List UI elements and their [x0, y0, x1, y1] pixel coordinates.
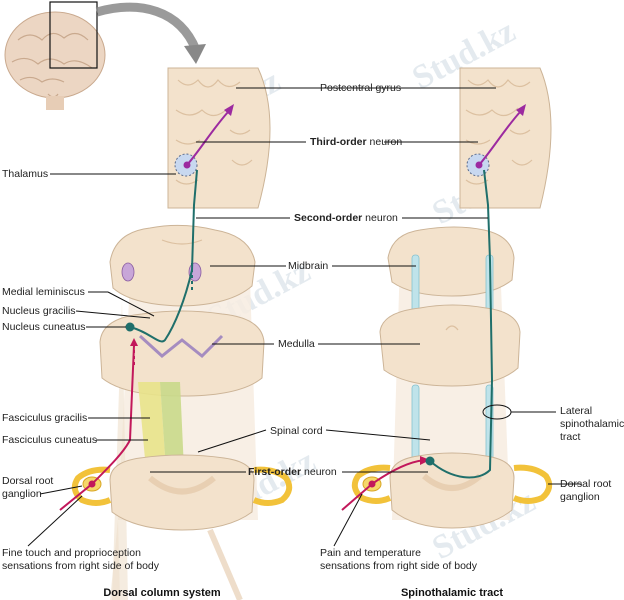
label-dorsal-root-ganglion-left: ganglion	[2, 488, 42, 500]
zoom-box	[49, 1, 98, 69]
second-order-neuron-right	[429, 169, 494, 479]
label-layer: Postcentral gyrus Third-order neuron Tha…	[2, 82, 624, 572]
first-order-cell-body	[88, 480, 96, 488]
label-dorsal-root-ganglion-right: Dorsal root	[560, 478, 611, 490]
midbrain-section-right	[387, 226, 515, 297]
label-lateral-spinothalamic-tract: Lateral	[560, 405, 592, 417]
arrow-head-icon	[420, 456, 430, 465]
label-postcentral-gyrus: Postcentral gyrus	[320, 82, 401, 94]
label-third-order-neuron: Third-order neuron	[310, 136, 402, 148]
label-medial-lemniscus: Medial leminiscus	[2, 286, 85, 298]
label-first-order-neuron: First-order neuron	[248, 466, 337, 478]
label-fine-touch: sensations from right side of body	[2, 560, 160, 572]
caption-dorsal-column-system: Dorsal column system	[103, 587, 221, 599]
caption-spinothalamic-tract: Spinothalamic tract	[401, 587, 503, 599]
label-fasciculus-gracilis: Fasciculus gracilis	[2, 412, 87, 424]
label-second-order-neuron: Second-order neuron	[294, 212, 398, 224]
arrow-head-icon	[516, 104, 526, 116]
midbrain-section-left	[109, 224, 256, 307]
dorsal-root-right	[512, 464, 553, 504]
arrow-head-icon	[184, 44, 206, 64]
cortex-section	[167, 67, 271, 209]
arrow-head-icon	[130, 338, 138, 346]
dorsal-root-left-a	[71, 466, 112, 506]
label-pain-temperature: sensations from right side of body	[320, 560, 478, 572]
third-order-neuron-left	[186, 111, 229, 166]
label-lateral-spinothalamic-tract: tract	[560, 431, 581, 443]
label-fasciculus-cuneatus: Fasciculus cuneatus	[2, 434, 97, 446]
label-medulla: Medulla	[278, 338, 315, 350]
medulla-section-left	[99, 310, 265, 397]
spinothalamic-panel	[341, 67, 553, 529]
label-lateral-spinothalamic-tract: spinothalamic	[560, 418, 624, 430]
label-thalamus: Thalamus	[2, 168, 48, 180]
dorsal-root-left-b	[252, 466, 293, 506]
label-spinal-cord: Spinal cord	[270, 425, 323, 437]
leader-lines	[27, 87, 582, 547]
fasciculus-cuneatus-left	[138, 382, 166, 470]
cortex-section-right	[459, 67, 552, 209]
second-order-neuron-left	[129, 169, 198, 343]
label-pain-temperature: Pain and temperature	[320, 547, 421, 559]
label-dorsal-root-ganglion-left: Dorsal root	[2, 475, 53, 487]
dorsal-column-panel	[59, 67, 293, 600]
fasciculus-gracilis-left	[160, 382, 184, 470]
label-dorsal-root-ganglion-right: ganglion	[560, 491, 600, 503]
medulla-section-right	[379, 304, 521, 387]
label-nucleus-gracilis: Nucleus gracilis	[2, 305, 76, 317]
arrow-head-icon	[224, 104, 234, 116]
brain-thumbnail	[4, 1, 206, 110]
medial-lemniscus-crossing	[138, 334, 224, 359]
label-fine-touch: Fine touch and proprioception	[2, 547, 141, 559]
third-order-neuron-right	[478, 111, 521, 166]
label-midbrain: Midbrain	[288, 260, 328, 272]
label-nucleus-cuneatus: Nucleus cuneatus	[2, 321, 85, 333]
